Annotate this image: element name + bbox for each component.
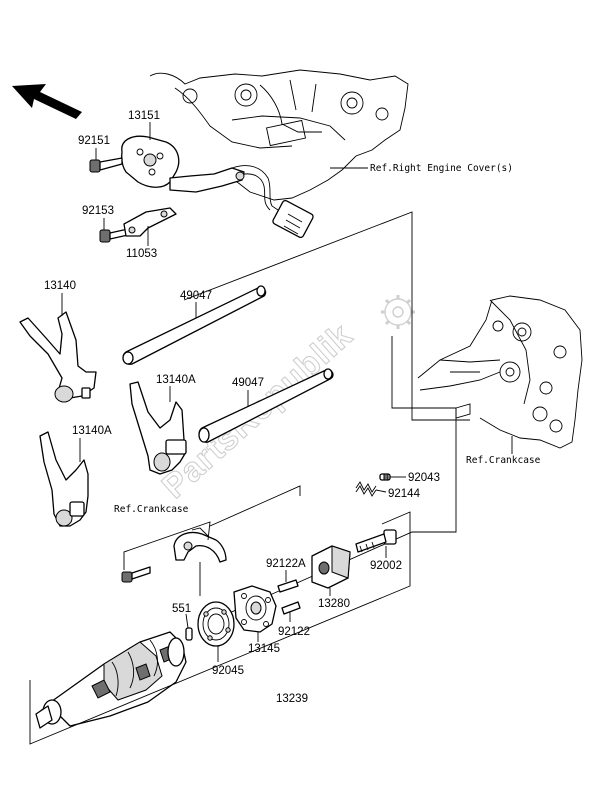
label-92144: 92144 [388,488,421,500]
cam-plate-13145 [233,585,277,633]
pin-92043 [379,473,391,481]
label-92122: 92122 [278,626,310,638]
bearing-92045 [197,601,235,647]
wire-connector-icon [272,199,314,239]
spring-92144 [355,481,377,497]
label-92043: 92043 [408,472,440,484]
bolt-crankcase [121,566,151,583]
front-direction-arrow-icon [12,84,82,119]
ref-crankcase-right: Ref.Crankcase [466,455,541,466]
crankcase-right-outline [417,295,583,449]
label-13140: 13140 [44,280,76,292]
ref-crankcase-left: Ref.Crankcase [114,504,189,515]
pin-92122 [281,601,301,615]
pin-551 [185,627,193,641]
label-13140A-left: 13140A [72,425,112,437]
shift-rod-49047-top [122,285,267,365]
label-92122A: 92122A [266,558,306,570]
leader-ref-crankcase-left [123,521,211,570]
crankcase-bracket [173,527,227,563]
shift-fork-13140A-middle [129,381,187,475]
shift-fork-13140 [19,311,97,403]
pin-92122A [277,579,299,593]
label-13280: 13280 [318,598,350,610]
leader-13239-bracket [29,511,411,745]
label-92153: 92153 [82,205,114,217]
label-49047-mid: 49047 [232,377,264,389]
engine-cover-outline [149,69,409,201]
bolt-92151 [89,157,123,173]
label-13145: 13145 [248,643,280,655]
label-49047-top: 49047 [180,290,212,302]
bolt-92153 [99,228,129,243]
label-11053: 11053 [126,248,157,260]
ref-right-engine-cover: Ref.Right Engine Cover(s) [370,163,513,174]
gear-position-sensor [120,135,314,239]
label-13239: 13239 [276,693,308,705]
watermark-gear-icon [381,295,415,329]
label-13140A-mid: 13140A [156,374,196,386]
shift-drum-13239 [35,631,187,729]
bracket-11053 [123,207,177,237]
leader-49047-group [183,211,470,627]
shift-stopper-13280 [311,545,351,589]
label-92002: 92002 [370,560,402,572]
label-13151: 13151 [128,110,160,122]
leader-551 [185,613,189,629]
leader-ref-crankcase-left-2 [209,485,301,527]
leader-92144 [375,489,387,493]
label-92045: 92045 [212,665,244,677]
shift-rod-49047-middle [198,368,334,443]
label-92151: 92151 [78,135,110,147]
shift-fork-13140A-left [39,431,89,527]
bolt-92002 [355,529,397,553]
label-551: 551 [172,603,191,615]
